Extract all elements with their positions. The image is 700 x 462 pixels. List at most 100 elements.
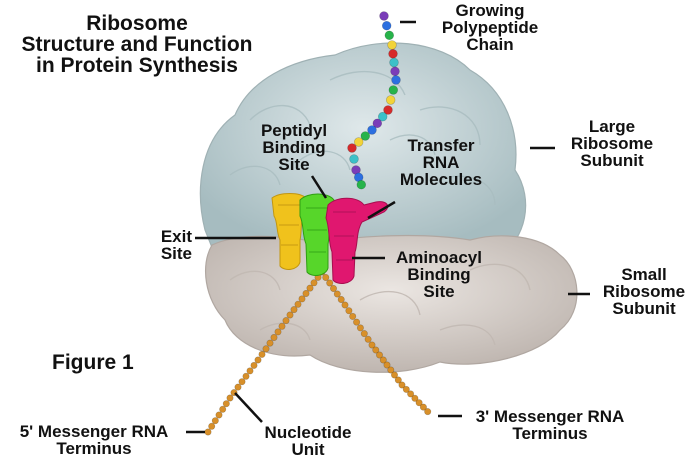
nucleotide-bead [424,408,432,416]
nucleotide-bead [398,381,406,389]
nucleotide-bead [411,394,419,402]
nucleotide-bead [419,403,427,411]
label-nucleotide-unit: Nucleotide Unit [264,423,352,459]
nucleotide-bead [356,324,364,332]
messenger-rna-strand [204,268,432,436]
amino-acid-bead [360,131,370,141]
label-mrna-5-terminus: 5' Messenger RNA Terminus [19,422,169,458]
title-line: Structure and Function [21,33,253,56]
amino-acid-bead [349,154,359,164]
nucleotide-bead [310,279,318,287]
nucleotide-bead [278,322,286,330]
amino-acid-bead [382,21,392,31]
amino-acid-bead [354,137,364,147]
nucleotide-bead [375,351,383,359]
amino-acid-bead [367,125,377,135]
nucleotide-bead [394,376,402,384]
title-line: in Protein Synthesis [36,54,238,77]
label-exit-site: Exit Site [160,227,192,263]
label-polypeptide-chain: Growing Polypeptide Chain [441,1,539,54]
amino-acid-bead [384,30,394,40]
label-mrna-3-terminus: 3' Messenger RNA Terminus [475,407,625,443]
amino-acid-bead [347,143,357,153]
nucleotide-bead [298,295,306,303]
peptidyl-site-trna [299,193,335,276]
amino-acid-bead [372,118,382,129]
amino-acid-bead [378,111,388,122]
nucleotide-bead [349,312,357,320]
aminoacyl-site-trna [325,197,389,284]
nucleotide-bead [322,273,330,281]
nucleotide-bead [226,394,234,402]
nucleotide-bead [379,356,387,364]
small-subunit [205,234,578,373]
nucleotide-bead [254,356,262,364]
nucleotide-bead [333,290,341,298]
nucleotide-bead [266,339,274,347]
nucleotide-bead [294,300,302,308]
label-aminoacyl-site: Aminoacyl Binding Site [396,248,482,301]
nucleotide-bead [274,328,282,336]
figure-label: Figure 1 [52,351,134,374]
amino-acid-bead [390,66,400,77]
label-peptidyl-site: Peptidyl Binding Site [260,121,328,174]
nucleotide-bead [242,372,250,380]
amino-acid-bead [379,11,389,21]
nucleotide-bead [383,361,391,369]
label-small-subunit: Small Ribosome Subunit [602,265,686,318]
nucleotide-bead [286,311,294,319]
title-line: Ribosome [86,12,188,35]
amino-acid-bead [387,40,397,50]
nucleotide-bead [341,301,349,309]
nucleotide-bead [204,428,212,436]
polypeptide-chain [347,11,401,190]
label-transfer-rna: Transfer RNA Molecules [399,136,483,189]
nucleotide-bead [306,284,314,292]
nucleotide-bead [390,371,398,379]
nucleotide-bead [290,306,298,314]
nucleotide-bead [329,284,337,292]
nucleotide-bead [345,307,353,315]
nucleotide-bead [262,345,270,353]
leader-peptidyl-site [310,175,328,199]
nucleotide-bead [402,385,410,393]
nucleotide-bead [250,361,258,369]
nucleotide-bead [246,367,254,375]
nucleotide-bead [234,383,242,391]
nucleotide-bead [415,399,423,407]
nucleotide-bead [337,295,345,303]
nucleotide-bead [407,390,415,398]
amino-acid-bead [383,105,393,115]
nucleotide-bead [360,330,368,338]
nucleotide-bead [364,335,372,343]
amino-acid-bead [386,95,396,105]
nucleotide-bead [238,378,246,386]
figure-title: Ribosome Structure and Function in Prote… [2,13,272,76]
nucleotide-bead [282,317,290,325]
nucleotide-bead [208,422,216,430]
exit-site-trna [271,193,307,270]
nucleotide-bead [302,289,310,297]
amino-acid-bead [388,85,398,95]
nucleotide-bead [258,350,266,358]
amino-acid-bead [391,75,401,85]
label-large-subunit: Large Ribosome Subunit [570,117,654,170]
nucleotide-bead [211,417,219,425]
nucleotide-bead [368,341,376,349]
amino-acid-bead [356,180,366,190]
nucleotide-bead [270,333,278,341]
nucleotide-bead [219,405,227,413]
nucleotide-bead [387,366,395,374]
amino-acid-bead [389,57,399,68]
nucleotide-bead [222,400,230,408]
nucleotide-bead [326,279,334,287]
nucleotide-bead [353,318,361,326]
leader-nucleotide [234,392,263,423]
leader-lines [186,20,590,434]
nucleotide-bead [372,346,380,354]
amino-acid-bead [388,49,398,59]
nucleotide-bead [215,411,223,419]
leader-trna [367,200,396,220]
